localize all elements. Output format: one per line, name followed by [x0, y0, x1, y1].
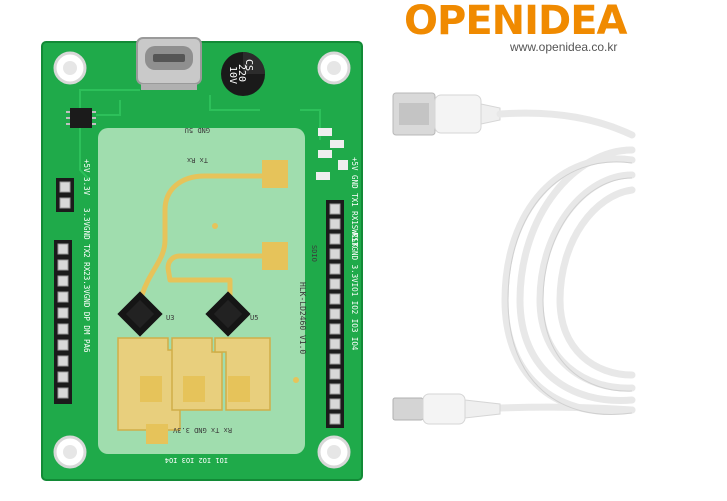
capacitor-label-2: 220	[236, 64, 247, 82]
small-ic-pins	[66, 111, 96, 125]
rx-antenna-pad	[262, 242, 288, 270]
header-pin	[57, 355, 69, 367]
pad-3	[228, 376, 250, 402]
left-pins	[57, 243, 69, 399]
header-pin	[59, 181, 71, 193]
header-pin	[57, 323, 69, 335]
right-header-label-2: RSTGND 3.3VIO1 IO2 IO3 IO4	[350, 233, 359, 351]
cable-loops	[496, 109, 636, 415]
header-pin	[329, 263, 341, 275]
capacitor: CS 220 10V	[221, 52, 265, 96]
header-pin	[57, 243, 69, 255]
header-pin	[329, 413, 341, 425]
header-pin	[57, 291, 69, 303]
top-labels: GND 5U	[185, 126, 210, 134]
openidea-logo: OPENIDEA www.openidea.co.kr	[398, 0, 727, 60]
usb-c-plug	[392, 397, 424, 421]
header-pin	[57, 371, 69, 383]
micro-usb-housing	[434, 94, 482, 134]
usb-c-strain	[464, 399, 501, 419]
header-pin	[57, 307, 69, 319]
via-1	[212, 223, 218, 229]
header-pin	[329, 338, 341, 350]
cable-shading	[507, 161, 633, 415]
usb-c-port	[136, 37, 202, 90]
header-pin	[329, 293, 341, 305]
left-power-pins	[59, 181, 71, 209]
radar-pcb: CS 220 10V GND 5U Tx Rx	[41, 37, 363, 481]
usb-cable	[392, 92, 636, 425]
model-label: HLK-LD2460 V1.0	[298, 282, 307, 354]
header-pin	[57, 387, 69, 399]
mounting-holes	[53, 51, 351, 469]
right-pins	[329, 203, 341, 425]
logo-url: www.openidea.co.kr	[510, 40, 618, 54]
antenna-traces	[139, 173, 268, 300]
header-pin	[57, 259, 69, 271]
header-pin	[57, 275, 69, 287]
tx-antenna-pad	[262, 160, 288, 188]
header-pin	[329, 353, 341, 365]
right-header-label: +5V GND TX1 RX1SWCLK	[350, 157, 359, 248]
label-u5: U5	[250, 314, 258, 322]
smd-components	[316, 128, 348, 180]
pad-4	[146, 424, 168, 444]
pad-2	[183, 376, 205, 402]
micro-usb-strain	[480, 103, 501, 125]
header-pin	[329, 218, 341, 230]
sdio-label: SDIO	[310, 245, 318, 262]
header-pin	[329, 398, 341, 410]
header-pin	[59, 197, 71, 209]
header-pin	[329, 233, 341, 245]
tx-rx-bottom: Rx Tx GND 3.3V	[172, 426, 232, 434]
header-pin	[329, 368, 341, 380]
bottom-labels: IO1 IO2 IO3 IO4	[165, 456, 228, 464]
left-power-label: +5V 3.3V	[82, 159, 91, 196]
logo-brand: OPENIDEA	[404, 0, 627, 44]
header-pin	[329, 278, 341, 290]
left-header-label: 3.3VGND TX2 RX23.3VGND DP DM PA6	[82, 208, 91, 353]
header-pin	[329, 248, 341, 260]
radar-chip-u5	[205, 291, 251, 337]
usb-c-housing	[422, 393, 466, 425]
small-ic	[70, 108, 92, 128]
micro-usb-tip	[399, 103, 429, 125]
header-pin	[329, 203, 341, 215]
header-pin	[329, 323, 341, 335]
header-pin	[57, 339, 69, 351]
label-u3: U3	[166, 314, 174, 322]
pad-1	[140, 376, 162, 402]
capacitor-label-3: 10V	[227, 66, 238, 84]
capacitor-label-1: CS	[243, 59, 254, 71]
header-pin	[329, 308, 341, 320]
tx-rx-top: Tx Rx	[187, 156, 208, 164]
via-2	[293, 377, 299, 383]
header-pin	[329, 383, 341, 395]
